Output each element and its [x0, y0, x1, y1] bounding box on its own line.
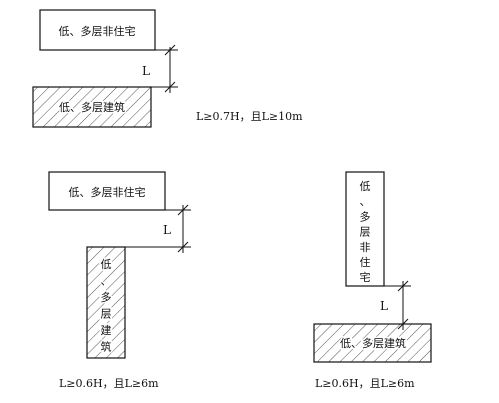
- br-dim-label: L: [380, 299, 388, 313]
- vertical-char: 层: [101, 308, 112, 321]
- vertical-char: 层: [360, 226, 371, 239]
- bl-non-residential-label: 低、多层非住宅: [69, 185, 146, 199]
- br-non-residential-vertical-label: 低、多层非住宅: [360, 180, 371, 284]
- vertical-char: 低: [101, 258, 112, 271]
- vertical-char: 多: [101, 290, 112, 304]
- vertical-char: 筑: [101, 340, 112, 354]
- br-building-label: 低、多层建筑: [340, 336, 406, 350]
- bl-building-box: [86, 246, 126, 359]
- top-rule-text: L≥0.7H，且L≥10m: [196, 110, 303, 123]
- top-non-residential-label: 低、多层非住宅: [59, 24, 136, 38]
- bottom-left-diagram: 低、多层非住宅 低、多层建筑 L L≥0.6H，且L≥6m: [48, 171, 191, 390]
- vertical-char: 、: [101, 275, 112, 288]
- br-building-box: [313, 323, 432, 363]
- top-building-label: 低、多层建筑: [59, 100, 125, 114]
- bottom-right-diagram: 低、多层非住宅 低、多层建筑 L L≥0.6H，且L≥6m: [313, 171, 432, 390]
- bl-rule-text: L≥0.6H，且L≥6m: [59, 377, 159, 390]
- vertical-char: 低: [360, 180, 371, 193]
- br-dim-tick-upper: [397, 280, 409, 292]
- bl-dim-label: L: [163, 223, 171, 237]
- vertical-char: 、: [360, 195, 371, 208]
- bl-dim-tick-lower: [177, 241, 189, 253]
- top-dim-label: L: [142, 64, 150, 78]
- br-rule-text: L≥0.6H，且L≥6m: [315, 377, 415, 390]
- vertical-char: 非: [360, 241, 371, 254]
- bl-building-vertical-label: 低、多层建筑: [99, 257, 113, 356]
- vertical-char: 建: [101, 323, 112, 337]
- vertical-char: 多: [360, 209, 371, 223]
- top-diagram: 低、多层非住宅 低、多层建筑 L L≥0.7H，且L≥10m: [32, 9, 303, 128]
- top-dim-tick-upper: [164, 44, 176, 56]
- br-non-residential-box: [345, 171, 385, 287]
- top-non-residential-box: [39, 9, 156, 51]
- bl-non-residential-box: [48, 171, 166, 211]
- vertical-char: 宅: [360, 270, 371, 284]
- top-dim-tick-lower: [164, 81, 176, 93]
- br-dim-tick-lower: [397, 318, 409, 330]
- top-building-box: [32, 86, 152, 128]
- bl-dim-tick-upper: [177, 204, 189, 216]
- vertical-char: 住: [360, 255, 371, 269]
